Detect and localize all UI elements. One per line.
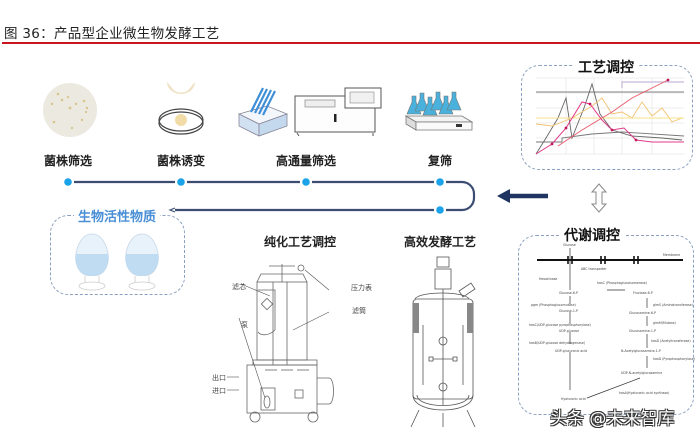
node-g6p: Glucose-6-P <box>559 291 578 295</box>
label-pressure-gauge: 压力表 <box>351 284 372 292</box>
mutagenesis-dish-icon <box>158 82 204 135</box>
node-g1p: Glucose-1-P <box>559 309 578 313</box>
sample-bottles-icon <box>75 233 159 291</box>
high-throughput-screener-icon <box>237 87 382 137</box>
flow-arrowhead-left <box>168 207 176 213</box>
node-abc: ABC transporter <box>581 267 607 271</box>
node-f6p: Fructose-6-P <box>633 291 653 295</box>
node-udpga: UDP-glucuronic acid <box>555 349 587 353</box>
title-rule <box>2 42 700 44</box>
node-ha: Hyaluronic acid <box>561 397 586 401</box>
node-hasd2: hasD (Pyrophosphorylase) <box>653 357 695 361</box>
flow-dot <box>302 178 310 186</box>
label-filter-core: 滤芯 <box>232 283 246 291</box>
figure-title: 图 36：产品型企业微生物发酵工艺 <box>4 26 220 42</box>
node-hexokinase: Hexokinase <box>539 277 557 281</box>
node-gn1p: Glucosamine-1-P <box>629 329 656 333</box>
node-glmm: glmM(Mutase) <box>653 321 676 325</box>
flow-dot <box>436 206 444 214</box>
node-nag1p: N-Acetylglucosamine-1-P <box>621 349 661 353</box>
flow-dot <box>64 178 72 186</box>
metabolic-control-title: 代谢调控 <box>560 225 624 245</box>
node-hascudp: hasC(UDP-glucose pyrophosphorylase) <box>529 323 591 327</box>
label-pump: 泵 <box>241 321 248 329</box>
label-inlet: 进口 <box>212 387 226 395</box>
label-outlet: 出口 <box>212 374 226 382</box>
step-label-rescreening: 复筛 <box>427 154 453 168</box>
node-membrane: Membrane <box>663 253 680 257</box>
process-line-chart-icon <box>535 77 685 155</box>
step-label-strain-mutagenesis: 菌株诱变 <box>156 154 206 168</box>
node-hasc: hasC (Phosphoglucoisomerase) <box>597 281 647 285</box>
flow-dot <box>436 178 444 186</box>
node-gn6p: Glucosamine-6-P <box>629 311 656 315</box>
bidirectional-arrow-icon <box>590 183 608 213</box>
process-control-title: 工艺调控 <box>574 57 638 77</box>
node-udpnag: UDP-N-acetylglucosamine <box>621 371 662 375</box>
arrowhead-icon <box>497 189 510 203</box>
step-label-fermentation: 高效发酵工艺 <box>403 235 477 249</box>
petri-dish-colonies-icon <box>43 83 97 137</box>
node-glms: glmS (Aminotransferase) <box>653 303 693 307</box>
step-label-strain-screening: 菌株筛选 <box>43 154 93 168</box>
node-hasd1: hasD (Acetyltransferase) <box>651 339 691 343</box>
product-box-title: 生物活性物质 <box>73 206 161 225</box>
node-hasa: hasA(Hyaluronic acid synthase) <box>619 391 669 395</box>
watermark: 头条 @未来智库 <box>550 409 675 429</box>
shaker-flasks-icon <box>404 91 474 131</box>
flow-dot <box>177 178 185 186</box>
node-hasb: hasB(UDP-glucose dehydrogenase) <box>529 341 585 345</box>
fermenter-tank-icon <box>410 256 476 428</box>
node-pgm: pgm (Phosphoglucomutase) <box>531 303 576 307</box>
metabolic-pathway-icon: Glucose Membrane ABC transporter Hexokin… <box>529 243 695 401</box>
step-label-purification: 纯化工艺调控 <box>263 235 337 249</box>
node-glucose: Glucose <box>563 243 576 247</box>
node-udpg: UDP-glucose <box>559 329 579 333</box>
flow-line-return <box>175 180 476 212</box>
purification-filter-apparatus-icon <box>227 264 334 423</box>
label-filter-housing: 滤筒 <box>352 307 366 315</box>
step-label-high-throughput: 高通量筛选 <box>275 154 337 168</box>
